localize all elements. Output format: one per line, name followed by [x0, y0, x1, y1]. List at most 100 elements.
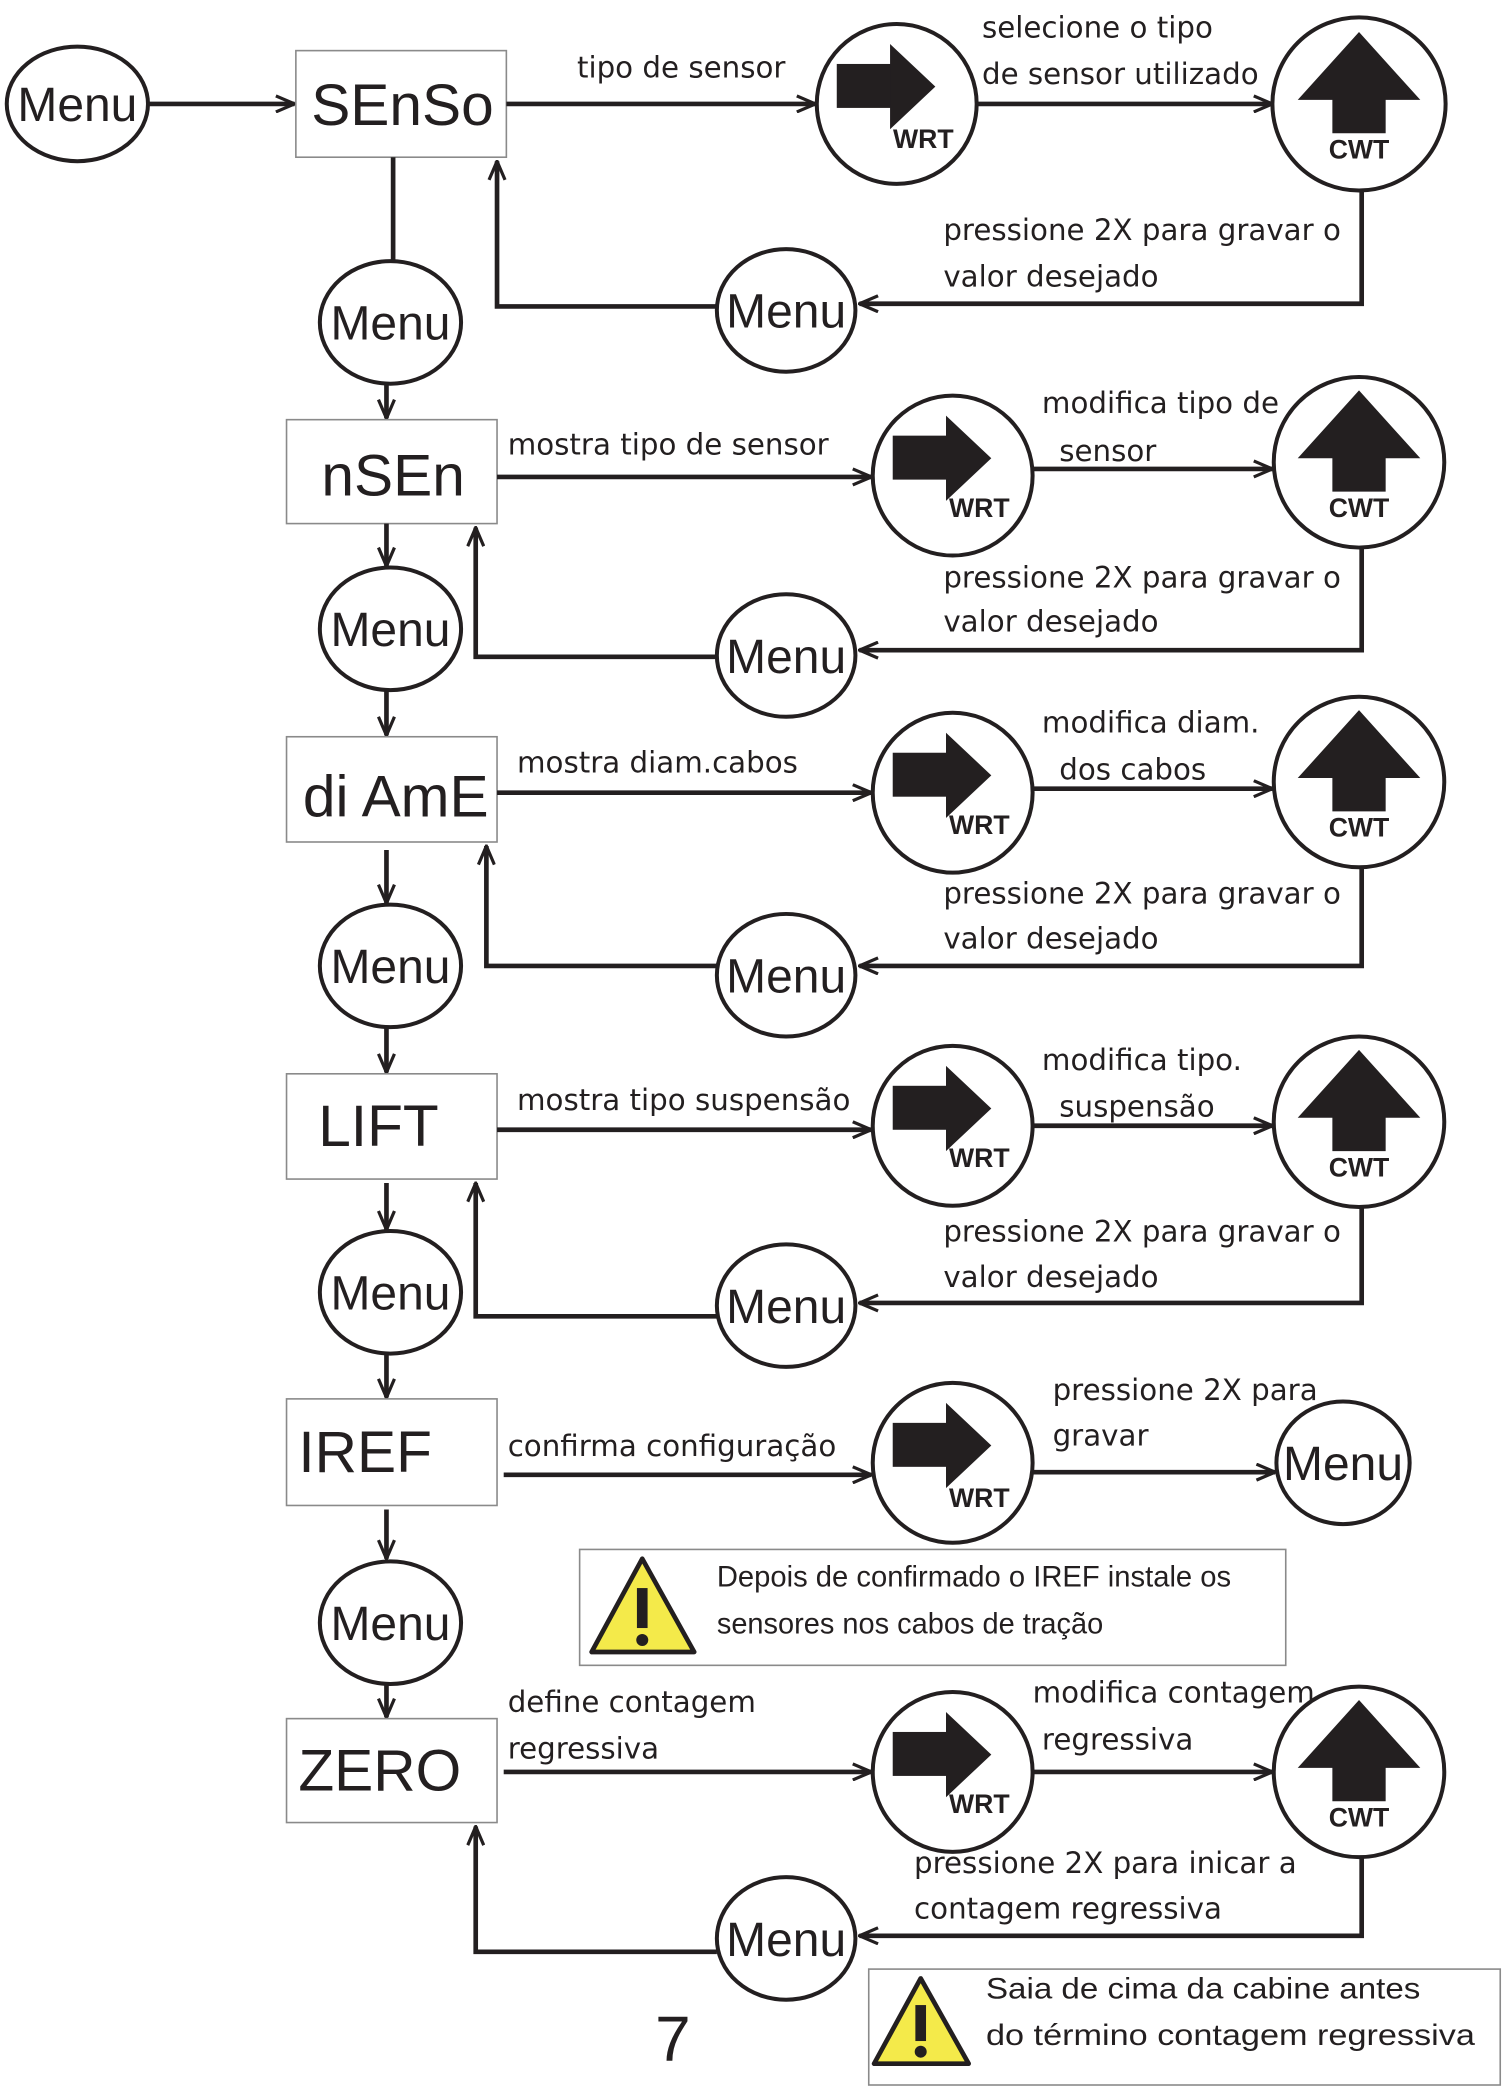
- warning-box: [578, 1548, 1287, 1667]
- warning-icon: [871, 1976, 971, 2067]
- back-menu-label: Menu: [726, 951, 846, 1004]
- arrow-cwt-to-menu: [859, 190, 1365, 304]
- arrow-menu-to-box: [497, 161, 717, 309]
- to-wrt-label: mostra tipo suspensão: [517, 1083, 850, 1117]
- warning-text: Depois de confirmado o IREF instale os: [717, 1561, 1231, 1594]
- warning-text: do término contagem regressiva: [986, 2019, 1476, 2052]
- back-label: pressione 2X para gravar o: [943, 876, 1341, 910]
- down-menu-label: Menu: [330, 941, 450, 994]
- wrt-tag: WRT: [893, 124, 954, 154]
- to-target-label: de sensor utilizado: [982, 57, 1259, 91]
- step-code: LIFT: [318, 1094, 438, 1159]
- arrow-cwt-to-menu: [859, 1207, 1365, 1303]
- step-code: nSEn: [321, 444, 464, 509]
- to-target-label: regressiva: [1042, 1722, 1193, 1756]
- wrt-tag: WRT: [949, 810, 1010, 840]
- back-label: pressione 2X para inicar a: [914, 1846, 1297, 1880]
- to-wrt-label: define contagem: [508, 1685, 756, 1719]
- wrt-tag: WRT: [949, 1483, 1010, 1513]
- down-menu-circle: [317, 1559, 464, 1686]
- target-menu-label: Menu: [1283, 1438, 1403, 1491]
- warning-text: Saia de cima da cabine antes: [986, 1972, 1420, 2005]
- cwt-tag: CWT: [1329, 1803, 1390, 1833]
- to-target-label: sensor: [1059, 434, 1157, 468]
- step-code: di AmE: [303, 765, 489, 830]
- back-label: contagem regressiva: [914, 1891, 1222, 1925]
- to-target-label: modifica tipo de: [1042, 386, 1279, 420]
- to-target-label: modifica tipo.: [1042, 1043, 1242, 1077]
- arrow-cwt-to-menu: [859, 1857, 1365, 1936]
- down-menu-circle: [317, 1229, 464, 1356]
- step-box: [285, 418, 498, 525]
- back-menu-circle: [714, 1875, 858, 2002]
- down-menu-circle: [317, 259, 464, 386]
- back-menu-circle: [714, 247, 858, 374]
- warning-note-iref: Depois de confirmado o IREF instale os s…: [578, 1548, 1287, 1667]
- back-menu-circle: [714, 1242, 858, 1369]
- row-iref: IREF confirma configuração WRT pressione…: [285, 1373, 1412, 1717]
- to-target-label: selecione o tipo: [982, 10, 1213, 44]
- to-wrt-label: mostra diam.cabos: [517, 746, 798, 780]
- step-box: [285, 1398, 498, 1507]
- warning-note-zero: Saia de cima da cabine antes do término …: [867, 1968, 1502, 2086]
- warning-icon: [589, 1556, 697, 1655]
- row-zero: ZERO define contagem regressiva WRT modi…: [285, 1676, 1447, 2002]
- warning-box: [867, 1968, 1502, 2086]
- down-menu-label: Menu: [330, 1268, 450, 1321]
- down-menu-circle: [317, 565, 464, 693]
- row-diame: di AmE mostra diam.cabos WRT modifica di…: [285, 694, 1447, 1073]
- to-target-label: pressione 2X para: [1053, 1373, 1318, 1407]
- arrow-cwt-to-menu: [859, 547, 1365, 651]
- back-label: valor desejado: [943, 604, 1158, 638]
- step-code: SEnSo: [311, 73, 493, 138]
- to-target-label: modifica contagem.: [1033, 1676, 1325, 1710]
- page-number: 7: [655, 2003, 691, 2075]
- cwt-tag: CWT: [1329, 135, 1390, 165]
- row-lift: LIFT mostra tipo suspensão WRT modifica …: [285, 1034, 1447, 1398]
- to-wrt-label: regressiva: [508, 1732, 659, 1766]
- back-menu-label: Menu: [726, 286, 846, 339]
- to-wrt-label: tipo de sensor: [577, 50, 786, 84]
- cwt-tag: CWT: [1329, 1152, 1390, 1182]
- row-nsen: nSEn mostra tipo de sensor WRT modifica …: [285, 375, 1447, 735]
- step-code: ZERO: [298, 1739, 461, 1804]
- warning-text: sensores nos cabos de tração: [717, 1607, 1103, 1640]
- target-menu-circle: [1274, 1399, 1412, 1527]
- arrow-menu-to-box: [476, 1827, 717, 1955]
- step-box: [285, 1073, 498, 1180]
- wrt-tag: WRT: [949, 1143, 1010, 1173]
- cwt-tag: CWT: [1329, 493, 1390, 523]
- back-menu-circle: [714, 911, 858, 1039]
- back-label: valor desejado: [943, 922, 1158, 956]
- step-code: IREF: [298, 1420, 432, 1485]
- to-target-label: modifica diam.: [1042, 706, 1260, 740]
- back-label: pressione 2X para gravar o: [943, 561, 1341, 595]
- back-label: valor desejado: [943, 259, 1158, 293]
- to-target-label: suspensão: [1059, 1089, 1214, 1123]
- arrow-menu-to-box: [486, 846, 717, 969]
- back-label: pressione 2X para gravar o: [943, 213, 1341, 247]
- back-menu-label: Menu: [726, 1914, 846, 1967]
- step-box: [285, 1717, 498, 1824]
- back-menu-label: Menu: [726, 1281, 846, 1334]
- down-menu-label: Menu: [330, 298, 450, 351]
- to-target-label: gravar: [1053, 1419, 1150, 1453]
- arrow-menu-to-box: [476, 1183, 717, 1319]
- step-box: [285, 735, 498, 843]
- row-senso: Menu SEnSo tipo de sensor WRT selecione …: [4, 10, 1448, 418]
- down-menu-label: Menu: [330, 604, 450, 657]
- to-wrt-label: confirma configuração: [508, 1429, 837, 1463]
- back-menu-label: Menu: [726, 631, 846, 684]
- start-menu-label: Menu: [17, 79, 137, 132]
- back-label: valor desejado: [943, 1260, 1158, 1294]
- arrow-menu-to-box: [476, 528, 717, 660]
- wrt-tag: WRT: [949, 493, 1010, 523]
- down-menu-circle: [317, 902, 464, 1030]
- to-wrt-label: mostra tipo de sensor: [508, 427, 830, 461]
- back-label: pressione 2X para gravar o: [943, 1215, 1341, 1249]
- arrow-cwt-to-menu: [859, 867, 1365, 966]
- step-box: [295, 49, 508, 159]
- wrt-tag: WRT: [949, 1789, 1010, 1819]
- down-menu-label: Menu: [330, 1598, 450, 1651]
